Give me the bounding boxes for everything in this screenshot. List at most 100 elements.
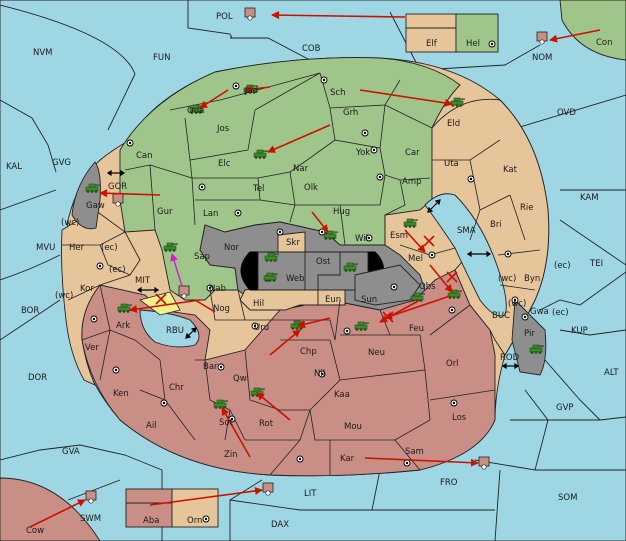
orn-island xyxy=(171,488,219,528)
label-uru: Uru xyxy=(254,323,269,333)
label-fun: FUN xyxy=(153,53,170,63)
label-kam: KAM xyxy=(580,193,599,203)
label-eld: Eld xyxy=(447,119,460,129)
label-ec2: (ec) xyxy=(554,261,571,271)
label-ec3: (ec) xyxy=(109,265,126,275)
label-con: Con xyxy=(596,38,613,48)
label-elc: Elc xyxy=(218,159,231,169)
label-nar: Nar xyxy=(293,164,309,174)
label-her: Her xyxy=(69,243,85,253)
label-gaw: Gaw xyxy=(86,201,105,211)
label-gva: GVA xyxy=(62,447,80,457)
label-ken: Ken xyxy=(113,389,129,399)
label-mou: Mou xyxy=(344,422,362,432)
gaw-grey xyxy=(71,161,101,230)
label-ec1: (ec) xyxy=(101,243,118,253)
label-chp: Chp xyxy=(300,347,317,357)
label-hil: Hil xyxy=(253,299,264,309)
label-neu: Neu xyxy=(368,348,385,358)
label-gur: Gur xyxy=(157,207,173,217)
label-buc: BUC xyxy=(492,311,510,321)
rbu-inlet xyxy=(139,309,200,348)
sma-inlet xyxy=(424,193,507,317)
label-lit: LIT xyxy=(304,489,317,499)
label-sun: Sun xyxy=(361,295,377,305)
yellow-coast xyxy=(139,291,181,316)
label-nab: Nab xyxy=(209,284,226,294)
region-labels: POL NVM FUN COB Elf Hel NOM Con OVD KAL … xyxy=(6,12,619,536)
label-yok: Yok xyxy=(355,148,370,158)
channel-markers xyxy=(106,169,520,370)
label-jos: Jos xyxy=(216,124,230,134)
label-wc4: (wc) xyxy=(508,299,526,309)
label-som: SOM xyxy=(558,493,577,503)
label-rbu: RBU xyxy=(166,326,184,336)
label-qwi: Qwi xyxy=(233,374,249,384)
label-ail: Ail xyxy=(146,421,157,431)
label-rod: ROD xyxy=(500,353,520,363)
supply-centers xyxy=(90,40,529,523)
label-jad: Jad xyxy=(244,86,258,96)
label-mvu: MVU xyxy=(36,243,55,253)
label-cob: COB xyxy=(302,44,321,54)
region-borders xyxy=(62,72,541,476)
west-strip xyxy=(61,209,141,386)
label-lan: Lan xyxy=(203,209,218,219)
label-rie: Rie xyxy=(520,203,534,213)
label-ver: Ver xyxy=(85,343,99,353)
label-uta: Uta xyxy=(444,159,459,169)
label-wc3: (wc) xyxy=(55,291,73,301)
label-elf: Elf xyxy=(426,39,438,49)
label-grh: Grh xyxy=(343,108,358,118)
label-gwa: Gwa xyxy=(530,307,549,317)
label-los: Los xyxy=(452,413,467,423)
label-sch: Sch xyxy=(330,88,345,98)
label-eun: Eun xyxy=(325,295,341,305)
label-aba: Aba xyxy=(143,516,159,526)
label-bri: Bri xyxy=(490,220,502,230)
label-nor: Nor xyxy=(224,243,240,253)
label-bor: BOR xyxy=(21,306,39,316)
label-qua: Qua xyxy=(187,106,204,116)
label-cow: Cow xyxy=(26,526,44,536)
label-nvm: NVM xyxy=(33,48,53,58)
label-ark: Ark xyxy=(116,321,130,331)
label-mel: Mel xyxy=(408,254,423,264)
label-fro: FRO xyxy=(440,478,458,488)
label-tei: TEI xyxy=(589,259,603,269)
pir-grey xyxy=(511,298,547,376)
label-kaa: Kaa xyxy=(334,390,350,400)
label-kat: Kat xyxy=(503,165,518,175)
label-bar: Bar xyxy=(203,362,218,372)
label-tel: Tel xyxy=(252,184,264,194)
label-swm: SWM xyxy=(80,514,101,524)
label-sma: SMA xyxy=(457,226,476,236)
label-rot: Rot xyxy=(259,419,274,429)
label-orl: Orl xyxy=(446,359,459,369)
label-olk: Olk xyxy=(304,183,318,193)
label-web: Web xyxy=(286,274,305,284)
label-byn: Byn xyxy=(524,274,540,284)
label-obs: Obs xyxy=(419,282,436,292)
label-gor: GOR xyxy=(108,182,127,192)
label-nom: NOM xyxy=(532,53,552,63)
label-sap: Sap xyxy=(194,252,210,262)
label-wc2: (wc) xyxy=(498,274,516,284)
east-arm xyxy=(431,98,550,356)
label-kar: Kar xyxy=(340,454,355,464)
label-alt: ALT xyxy=(604,368,619,378)
label-wc1: (wc) xyxy=(61,218,79,228)
label-gvp: GVP xyxy=(556,403,574,413)
label-chr: Chr xyxy=(169,383,184,393)
label-ost: Ost xyxy=(316,257,331,267)
label-kup: KUP xyxy=(571,326,588,336)
label-wil: Wil xyxy=(355,234,368,244)
label-can: Can xyxy=(136,151,153,161)
label-car: Car xyxy=(405,148,420,158)
label-sot: Sot xyxy=(219,418,234,428)
label-orn: Orn xyxy=(187,516,202,526)
label-pol: POL xyxy=(216,12,233,22)
label-sam: Sam xyxy=(405,447,424,457)
